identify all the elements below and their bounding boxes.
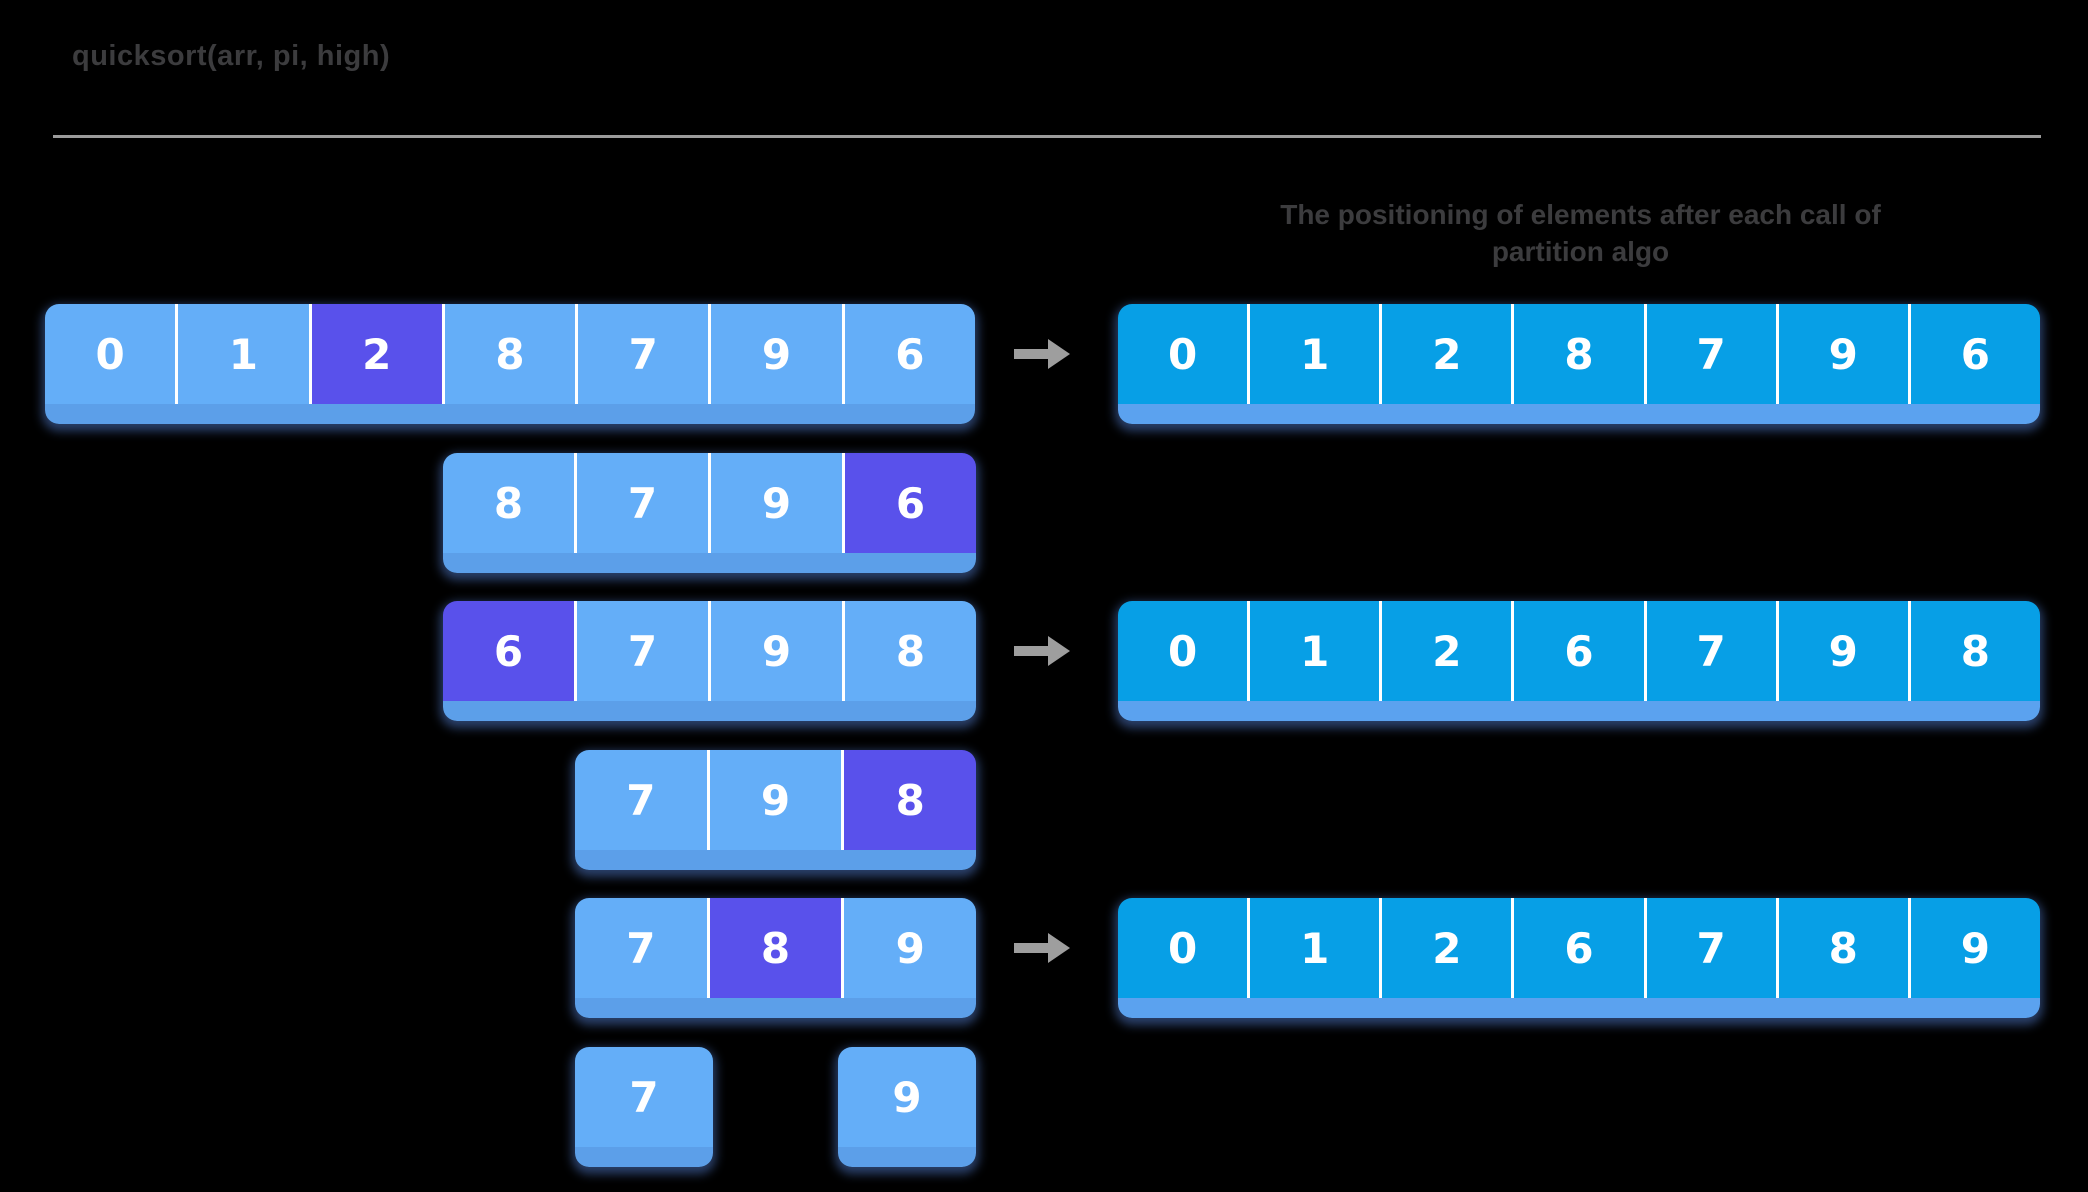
array-cell: 7 <box>1646 898 1779 998</box>
array-base-lip <box>575 1147 713 1167</box>
array-cell: 8 <box>444 304 579 404</box>
array-base-lip <box>443 701 976 721</box>
array-base-lip <box>443 553 976 573</box>
array-base-lip <box>1118 404 2040 424</box>
arrow-head <box>1048 339 1070 369</box>
array-cell: 7 <box>577 601 711 701</box>
array-cell: 7 <box>1646 304 1779 404</box>
arrow-right-icon <box>1014 631 1072 671</box>
cell-row: 9 <box>838 1047 976 1147</box>
array-cell: 0 <box>1118 304 1251 404</box>
partition-heading-line1: The positioning of elements after each c… <box>1280 199 1881 230</box>
arrow-shaft <box>1014 646 1048 656</box>
array-base-lip <box>575 850 976 870</box>
array-cell: 8 <box>1910 601 2040 701</box>
array-cell: 9 <box>1778 304 1911 404</box>
arrow-shaft <box>1014 349 1048 359</box>
arrow-shaft <box>1014 943 1048 953</box>
array-base-lip <box>575 998 976 1018</box>
array-cell: 7 <box>575 750 710 850</box>
array-cell: 9 <box>844 898 976 998</box>
array-base-lip <box>1118 998 2040 1018</box>
array-cell-highlighted: 6 <box>845 453 976 553</box>
array-cell: 9 <box>1910 898 2040 998</box>
partition-heading-line2: partition algo <box>1491 236 1670 267</box>
function-signature-title: quicksort(arr, pi, high) <box>72 40 391 72</box>
array-cell: 8 <box>845 601 976 701</box>
array-cell: 6 <box>844 304 975 404</box>
array-cell-highlighted: 8 <box>709 898 845 998</box>
array-cell: 9 <box>838 1047 976 1147</box>
array-cell: 9 <box>711 304 845 404</box>
array-cell: 7 <box>1646 601 1779 701</box>
array-cell: 9 <box>711 601 845 701</box>
arrow-head <box>1048 933 1070 963</box>
leaf-array-7: 7 <box>575 1047 713 1167</box>
array-cell: 9 <box>1778 601 1911 701</box>
array-cell: 8 <box>1514 304 1647 404</box>
array-cell: 0 <box>45 304 179 404</box>
array-cell: 6 <box>1514 898 1647 998</box>
array-cell: 0 <box>1118 898 1251 998</box>
array-cell: 7 <box>575 1047 713 1147</box>
array-base-lip <box>838 1147 976 1167</box>
array-cell: 8 <box>1778 898 1911 998</box>
array-base-lip <box>1118 701 2040 721</box>
array-cell: 1 <box>1250 601 1383 701</box>
array-cell: 6 <box>1910 304 2040 404</box>
array-cell: 2 <box>1382 601 1515 701</box>
array-cell: 0 <box>1118 601 1251 701</box>
horizontal-divider <box>53 135 2041 138</box>
array-cell-highlighted: 2 <box>311 304 445 404</box>
arrow-head <box>1048 636 1070 666</box>
array-cell: 7 <box>577 453 711 553</box>
partition-heading: The positioning of elements after each c… <box>1128 196 2033 270</box>
array-cell: 2 <box>1382 898 1515 998</box>
array-cell: 7 <box>578 304 712 404</box>
array-cell: 7 <box>575 898 710 998</box>
array-cell-highlighted: 8 <box>844 750 976 850</box>
array-cell: 6 <box>1514 601 1647 701</box>
arrow-right-icon <box>1014 928 1072 968</box>
array-cell: 1 <box>1250 898 1383 998</box>
array-base-lip <box>45 404 975 424</box>
array-cell: 9 <box>709 750 845 850</box>
leaf-array-9: 9 <box>838 1047 976 1167</box>
array-cell-highlighted: 6 <box>443 601 577 701</box>
array-cell: 2 <box>1382 304 1515 404</box>
array-cell: 1 <box>178 304 312 404</box>
array-cell: 1 <box>1250 304 1383 404</box>
arrow-right-icon <box>1014 334 1072 374</box>
array-cell: 9 <box>711 453 845 553</box>
cell-row: 7 <box>575 1047 713 1147</box>
array-cell: 8 <box>443 453 577 553</box>
